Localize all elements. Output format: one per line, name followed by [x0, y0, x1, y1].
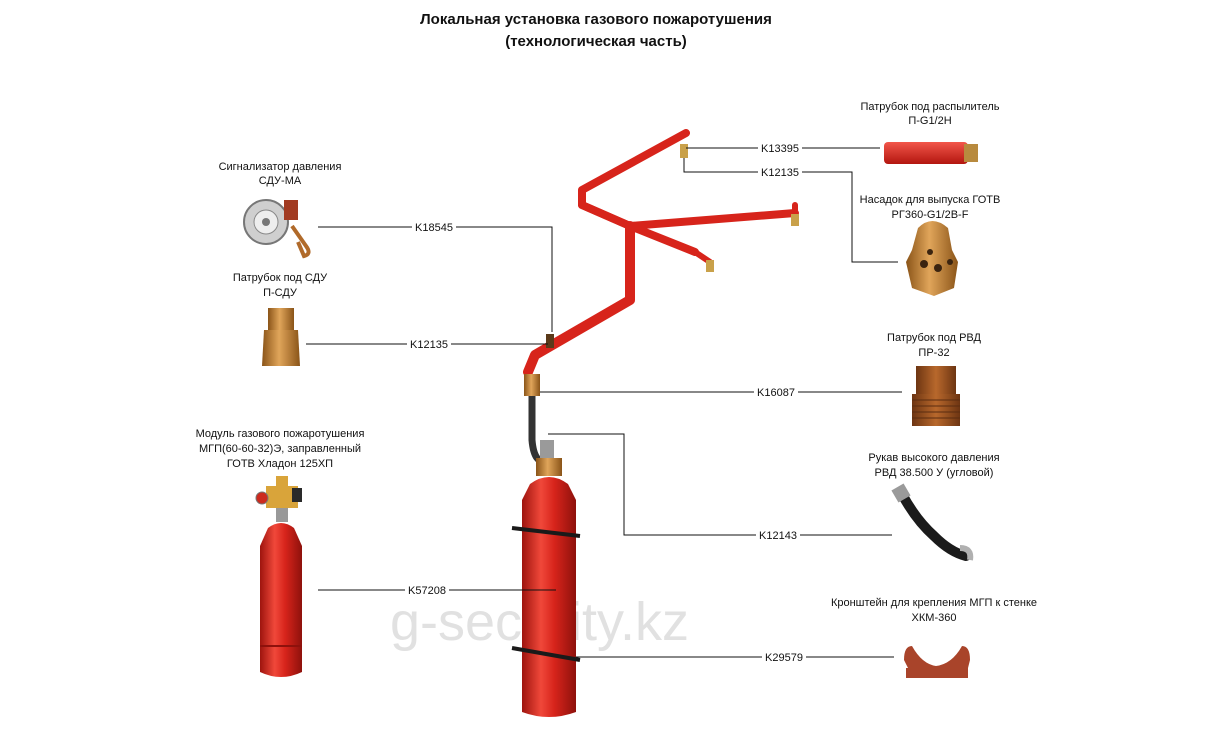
bracket-image: [904, 646, 970, 678]
svg-text:K13395: K13395: [761, 143, 799, 155]
module-label-2: МГП(60-60-32)Э, заправленный: [199, 443, 361, 455]
svg-text:K12143: K12143: [759, 530, 797, 542]
code-k18545: K18545: [412, 220, 456, 234]
leader-k18545: [318, 226, 553, 332]
code-k12135-nozzle: K12135: [758, 165, 802, 179]
nozzle-label-1: Насадок для выпуска ГОТВ: [860, 194, 1001, 206]
rvd-pipe-label-1: Патрубок под РВД: [887, 332, 981, 344]
sdu-pipe-label-2: П-СДУ: [263, 287, 298, 299]
sdu-fitting-on-pipe: [546, 334, 554, 348]
pipe-nozzle-tips: [680, 144, 799, 272]
leader-k12135-nozzle: [683, 158, 898, 263]
code-k16087: K16087: [754, 385, 798, 399]
bracket-label-1: Кронштейн для крепления МГП к стенке: [831, 597, 1037, 609]
nozzle-label-2: РГ360-G1/2В-F: [892, 209, 969, 221]
svg-text:K57208: K57208: [408, 585, 446, 597]
nozzle-pipe-label-1: Патрубок под распылитель: [860, 101, 999, 113]
svg-text:K29579: K29579: [765, 652, 803, 664]
diagram-subtitle: (технологическая часть): [505, 33, 687, 50]
pressure-switch-label-2: СДУ-МА: [259, 175, 302, 187]
main-cylinder: [511, 440, 581, 717]
diagram-title: Локальная установка газового пожаротушен…: [420, 11, 772, 28]
code-k12135-sdu: K12135: [407, 337, 451, 351]
sdu-pipe-label-1: Патрубок под СДУ: [233, 272, 328, 284]
code-k57208: K57208: [405, 583, 449, 597]
module-image: [255, 476, 302, 677]
svg-text:K16087: K16087: [757, 387, 795, 399]
code-k12143: K12143: [756, 528, 800, 542]
svg-text:K12135: K12135: [761, 167, 799, 179]
code-k29579: K29579: [762, 650, 806, 664]
module-label-1: Модуль газового пожаротушения: [196, 428, 365, 440]
svg-text:K12135: K12135: [410, 339, 448, 351]
code-k13395: K13395: [758, 141, 802, 155]
module-label-3: ГОТВ Хладон 125ХП: [227, 458, 333, 470]
rvd-pipe-label-2: ПР-32: [918, 347, 949, 359]
nozzle-image: [906, 221, 958, 296]
hose-label-1: Рукав высокого давления: [868, 452, 999, 464]
nozzle-pipe-image: [884, 142, 978, 164]
svg-text:K18545: K18545: [415, 222, 453, 234]
pressure-switch-image: [243, 199, 311, 259]
rvd-pipe-image: [912, 366, 960, 426]
nozzle-pipe-label-2: П-G1/2Н: [908, 115, 951, 127]
hose-image: [891, 483, 974, 561]
pipe-network: [523, 129, 799, 377]
rvd-fitting: [524, 374, 540, 396]
leader-k12143: [548, 433, 892, 536]
hose-label-2: РВД 38.500 У (угловой): [875, 467, 994, 479]
sdu-pipe-image: [262, 308, 300, 366]
pressure-switch-label-1: Сигнализатор давления: [219, 161, 342, 173]
bracket-label-2: ХКМ-360: [912, 612, 957, 624]
